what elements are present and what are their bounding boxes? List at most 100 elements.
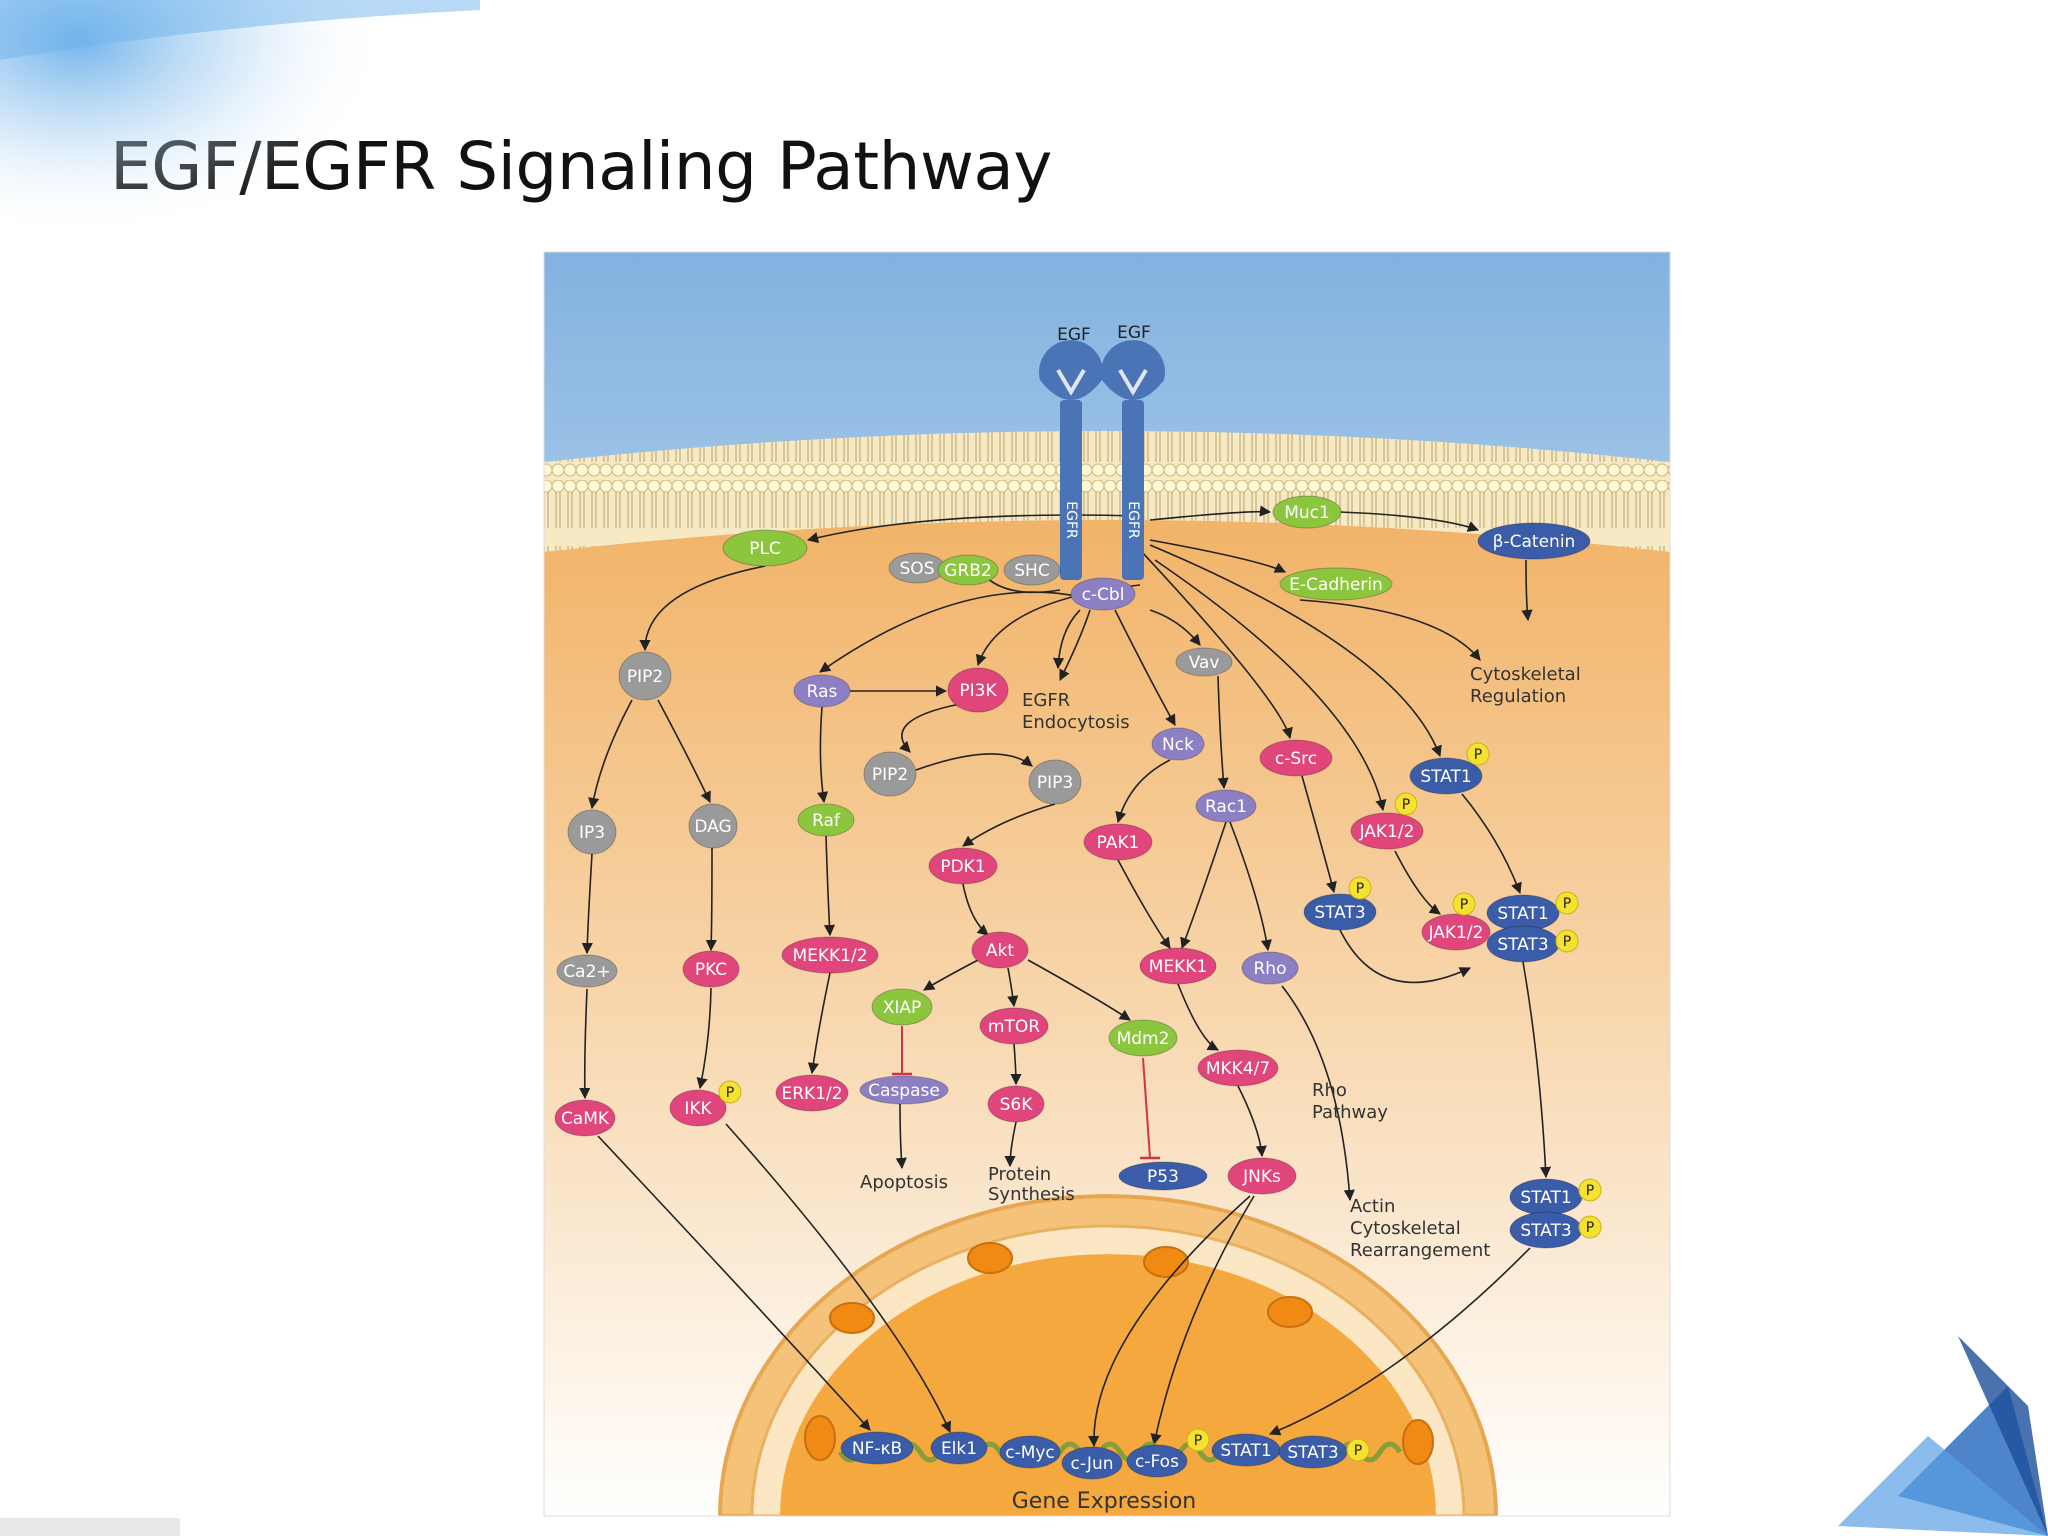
- pathway-arrow: [807, 972, 831, 1075]
- node-vav: Vav: [1175, 647, 1233, 677]
- egf-ligand-label: EGF: [1057, 325, 1091, 345]
- node-pak1: PAK1: [1083, 823, 1153, 861]
- node-stat3d: STAT3: [1278, 1435, 1348, 1469]
- phospho-badge: P: [1394, 792, 1418, 816]
- node-label: Caspase: [868, 1081, 940, 1101]
- node-shape: [1350, 812, 1424, 850]
- pathway-arrow: [1229, 821, 1272, 952]
- inhibition-lines: [892, 1026, 1160, 1160]
- node-label: IP3: [579, 823, 605, 843]
- node-rac1: Rac1: [1195, 789, 1257, 823]
- node-shape: [793, 674, 851, 708]
- rho-pathway-label: Pathway: [1312, 1102, 1388, 1123]
- annotation-labels: EGFR Endocytosis Cytoskeletal Regulation…: [860, 664, 1581, 1514]
- node-label: Ras: [807, 682, 838, 702]
- egfr-label: EGFR: [1125, 501, 1141, 539]
- node-cfos: c-Fos: [1126, 1444, 1188, 1478]
- pathway-arrow: [657, 699, 711, 804]
- node-label: SOS: [900, 559, 935, 579]
- pathway-arrow: [1114, 609, 1176, 726]
- node-jnks: JNKs: [1227, 1157, 1297, 1195]
- node-shape: [618, 651, 672, 701]
- node-label: c-Fos: [1135, 1452, 1179, 1472]
- node-label: Nck: [1162, 735, 1194, 755]
- node-shape: [682, 950, 740, 988]
- node-label: PIP3: [1037, 773, 1073, 793]
- svg-text:P: P: [1354, 1443, 1362, 1459]
- node-label: MKK4/7: [1206, 1059, 1270, 1079]
- node-label: c-Jun: [1071, 1454, 1114, 1474]
- node-shape: [979, 1007, 1049, 1045]
- egfr-label: EGFR: [1063, 501, 1079, 539]
- node-mkk47: MKK4/7: [1197, 1049, 1279, 1087]
- pathway-arrow: [1117, 859, 1171, 949]
- node-shape: [1409, 757, 1483, 795]
- node-nck: Nck: [1151, 727, 1205, 761]
- egfr-receptor-left: [1039, 340, 1103, 580]
- node-label: STAT1: [1520, 1188, 1571, 1208]
- node-label: PAK1: [1097, 833, 1140, 853]
- pathway-arrow: [915, 753, 1033, 771]
- node-shape: [1118, 1161, 1208, 1191]
- node-ecadherin: E-Cadherin: [1279, 567, 1393, 601]
- node-label: β-Catenin: [1493, 532, 1576, 552]
- node-caspase: Caspase: [859, 1075, 949, 1105]
- svg-text:P: P: [726, 1085, 734, 1101]
- node-pip2a: PIP2: [618, 651, 672, 701]
- pathway-arrow: [1149, 544, 1442, 758]
- pathway-arrow: [1027, 959, 1131, 1021]
- node-shape: [1477, 522, 1591, 560]
- pathway-arrow: [1139, 549, 1293, 740]
- node-shape: [775, 1074, 849, 1112]
- pathway-arrow: [1149, 609, 1201, 646]
- node-label: JAK1/2: [1359, 822, 1415, 842]
- pathway-arrow: [1154, 559, 1387, 812]
- egfr-endocytosis-label: EGFR: [1022, 690, 1070, 711]
- node-label: Raf: [812, 811, 841, 831]
- node-label: E-Cadherin: [1289, 575, 1383, 595]
- node-label: Elk1: [941, 1439, 977, 1459]
- egfr-endocytosis-label: Endocytosis: [1022, 712, 1130, 733]
- node-csrc: c-Src: [1259, 739, 1333, 777]
- pathway-arrow: [1268, 1247, 1531, 1436]
- pathway-arrow: [639, 565, 766, 652]
- cytoskeletal-regulation-label: Regulation: [1470, 686, 1566, 707]
- pathway-arrow: [1339, 511, 1480, 532]
- node-shape: [1227, 1157, 1297, 1195]
- node-muc1: Muc1: [1272, 495, 1342, 529]
- node-shape: [1061, 1446, 1123, 1480]
- node-label: STAT3: [1314, 903, 1365, 923]
- nucleus: [717, 1194, 1499, 1516]
- node-shape: [1241, 951, 1299, 985]
- node-label: Ca2+: [563, 962, 610, 982]
- pathway-arrow: [1115, 759, 1171, 824]
- node-shc: SHC: [1003, 554, 1061, 586]
- pathway-arrow: [1177, 983, 1219, 1051]
- node-shape: [999, 1435, 1061, 1469]
- node-grb2: GRB2: [937, 554, 999, 586]
- node-camk: CaMK: [554, 1099, 616, 1137]
- node-label: c-Src: [1275, 749, 1317, 769]
- node-bcatenin: β-Catenin: [1477, 522, 1591, 560]
- corner-flower-decoration: [1838, 1336, 2048, 1536]
- phospho-badge: P: [1578, 1178, 1602, 1202]
- node-sos: SOS: [888, 552, 946, 584]
- pathway-arrow: [895, 1103, 907, 1170]
- pathway-arrow: [962, 803, 1056, 847]
- node-shape: [567, 809, 617, 855]
- pathway-arrow: [705, 847, 717, 952]
- egf-ligand-label: EGF: [1117, 323, 1151, 343]
- node-shape: [871, 988, 933, 1026]
- pathway-arrow: [1149, 539, 1287, 573]
- protein-synthesis-label: Protein: [988, 1164, 1051, 1185]
- node-akt: Akt: [971, 931, 1029, 969]
- svg-text:P: P: [1356, 881, 1364, 897]
- node-shape: [1175, 647, 1233, 677]
- pathway-arrow: [1217, 675, 1229, 790]
- phospho-badge: P: [1186, 1428, 1210, 1452]
- pathway-arrow: [1052, 609, 1081, 670]
- pathway-arrow: [1088, 1195, 1251, 1448]
- actin-rearrangement-label: Cytoskeletal: [1350, 1218, 1461, 1239]
- rho-pathway-label: Rho: [1312, 1080, 1347, 1101]
